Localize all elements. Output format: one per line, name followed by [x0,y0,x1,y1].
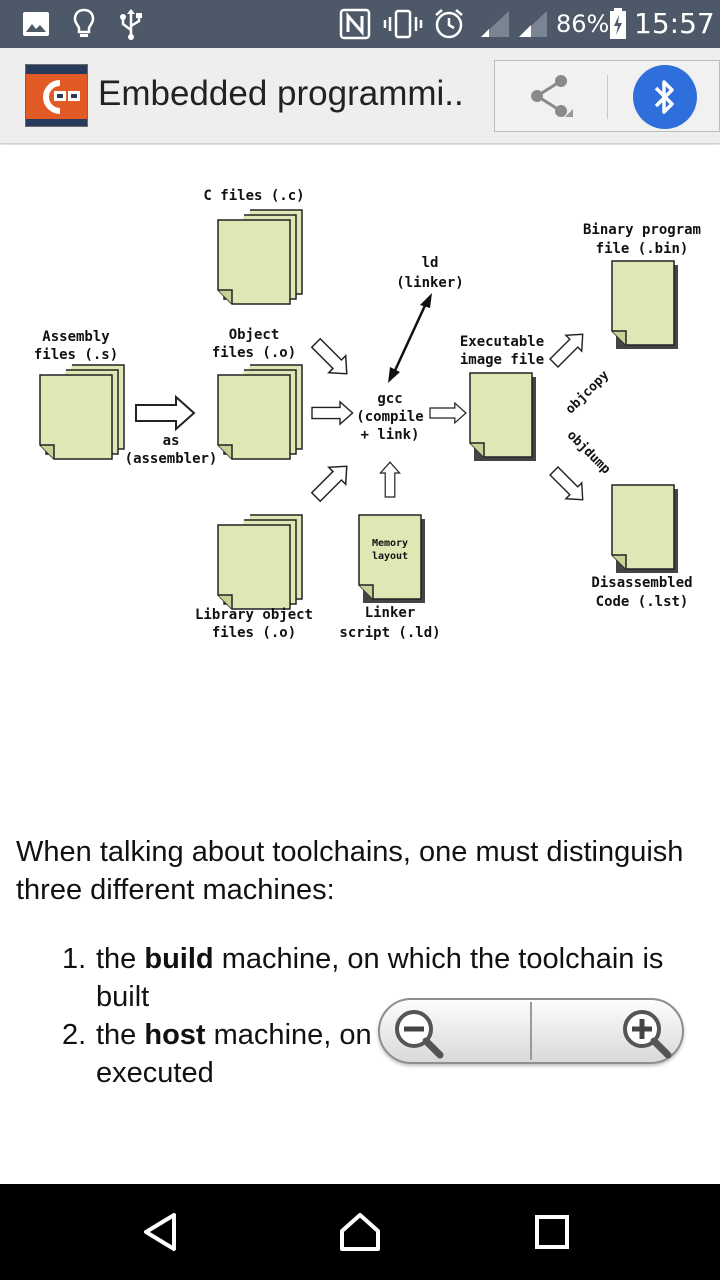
label-disassembled-2: Code (.lst) [596,594,689,610]
label-library-2: files (.o) [212,625,296,641]
c-files-stack [217,209,303,305]
label-memory-1: Memory [372,538,408,549]
label-linker-2: script (.ld) [339,625,440,641]
label-gcc-2: (compile [356,409,423,425]
battery-percent: 86% [556,10,610,38]
usb-icon [116,0,146,48]
vibrate-icon [382,0,424,48]
arrow-library-to-gcc [306,457,356,507]
arrow-objdump [545,462,592,509]
recents-button[interactable] [502,1184,602,1280]
label-object-2: files (.o) [212,345,296,361]
arrow-object-right [311,401,354,425]
label-disassembled-1: Disassembled [591,575,692,591]
recents-icon [535,1215,569,1249]
assembly-files-stack [39,364,125,460]
bluetooth-icon [654,80,674,114]
bluetooth-button[interactable] [633,65,697,129]
alarm-icon [432,0,466,48]
share-icon [531,75,573,117]
arrow-linker-to-gcc [379,461,401,498]
back-icon [144,1213,176,1251]
object-files-stack [217,364,303,460]
lightbulb-icon [70,0,98,48]
app-logo-icon[interactable] [25,64,88,127]
image-icon [20,0,52,48]
toolchain-diagram: C files (.c) Assembly files (.s) as (ass… [34,188,701,641]
clock: 15:57 [634,7,715,40]
zoom-out-icon [395,1010,444,1059]
label-gcc-3: + link) [360,427,419,443]
label-linker-1: Linker [365,605,416,621]
navigation-bar [0,1184,720,1280]
disassembled-file [611,484,679,574]
label-gcc-1: gcc [377,391,402,407]
label-c-files: C files (.c) [203,188,304,204]
signal-icon [516,0,550,48]
list-item: 1.the build machine, on which the toolch… [62,943,664,1013]
label-assembly-1: Assembly [42,329,110,345]
arrow-ld-gcc [388,293,432,383]
label-memory-2: layout [372,551,408,562]
battery-charging-icon [606,0,630,48]
binary-file [611,260,679,350]
library-files-stack [217,514,303,610]
label-objcopy: objcopy [563,368,612,417]
intro-paragraph: When talking about toolchains, one must … [16,836,684,906]
zoom-in-icon [623,1010,672,1059]
label-ld-1: ld [422,255,439,271]
zoom-out-button[interactable] [388,1003,448,1061]
status-bar: 86% 15:57 [0,0,720,48]
label-ld-2: (linker) [396,275,463,291]
nfc-icon [338,0,372,48]
executable-file [469,372,537,462]
arrow-objcopy [545,325,592,372]
label-as-1: as [163,433,180,449]
zoom-in-button[interactable] [616,1003,676,1061]
app-title: Embedded programmi.. [98,74,464,113]
label-binary-1: Binary program [583,222,701,238]
home-button[interactable] [310,1184,410,1280]
label-as-2: (assembler) [125,451,218,467]
label-executable-1: Executable [460,334,544,350]
back-button[interactable] [110,1184,210,1280]
label-library-1: Library object [195,607,313,623]
label-binary-2: file (.bin) [596,241,689,257]
arrow-object-to-gcc [306,333,356,383]
label-executable-2: image file [460,352,544,368]
share-button[interactable] [495,61,605,131]
label-assembly-2: files (.s) [34,347,118,363]
label-object-1: Object [229,327,280,343]
action-buttons [494,60,720,132]
arrow-gcc-to-executable [429,402,467,424]
home-icon [340,1213,380,1251]
label-objdump: objdump [564,428,613,477]
zoom-control [378,998,684,1064]
action-bar: Embedded programmi.. [0,48,720,144]
signal-icon [478,0,512,48]
arrow-as [135,396,195,430]
